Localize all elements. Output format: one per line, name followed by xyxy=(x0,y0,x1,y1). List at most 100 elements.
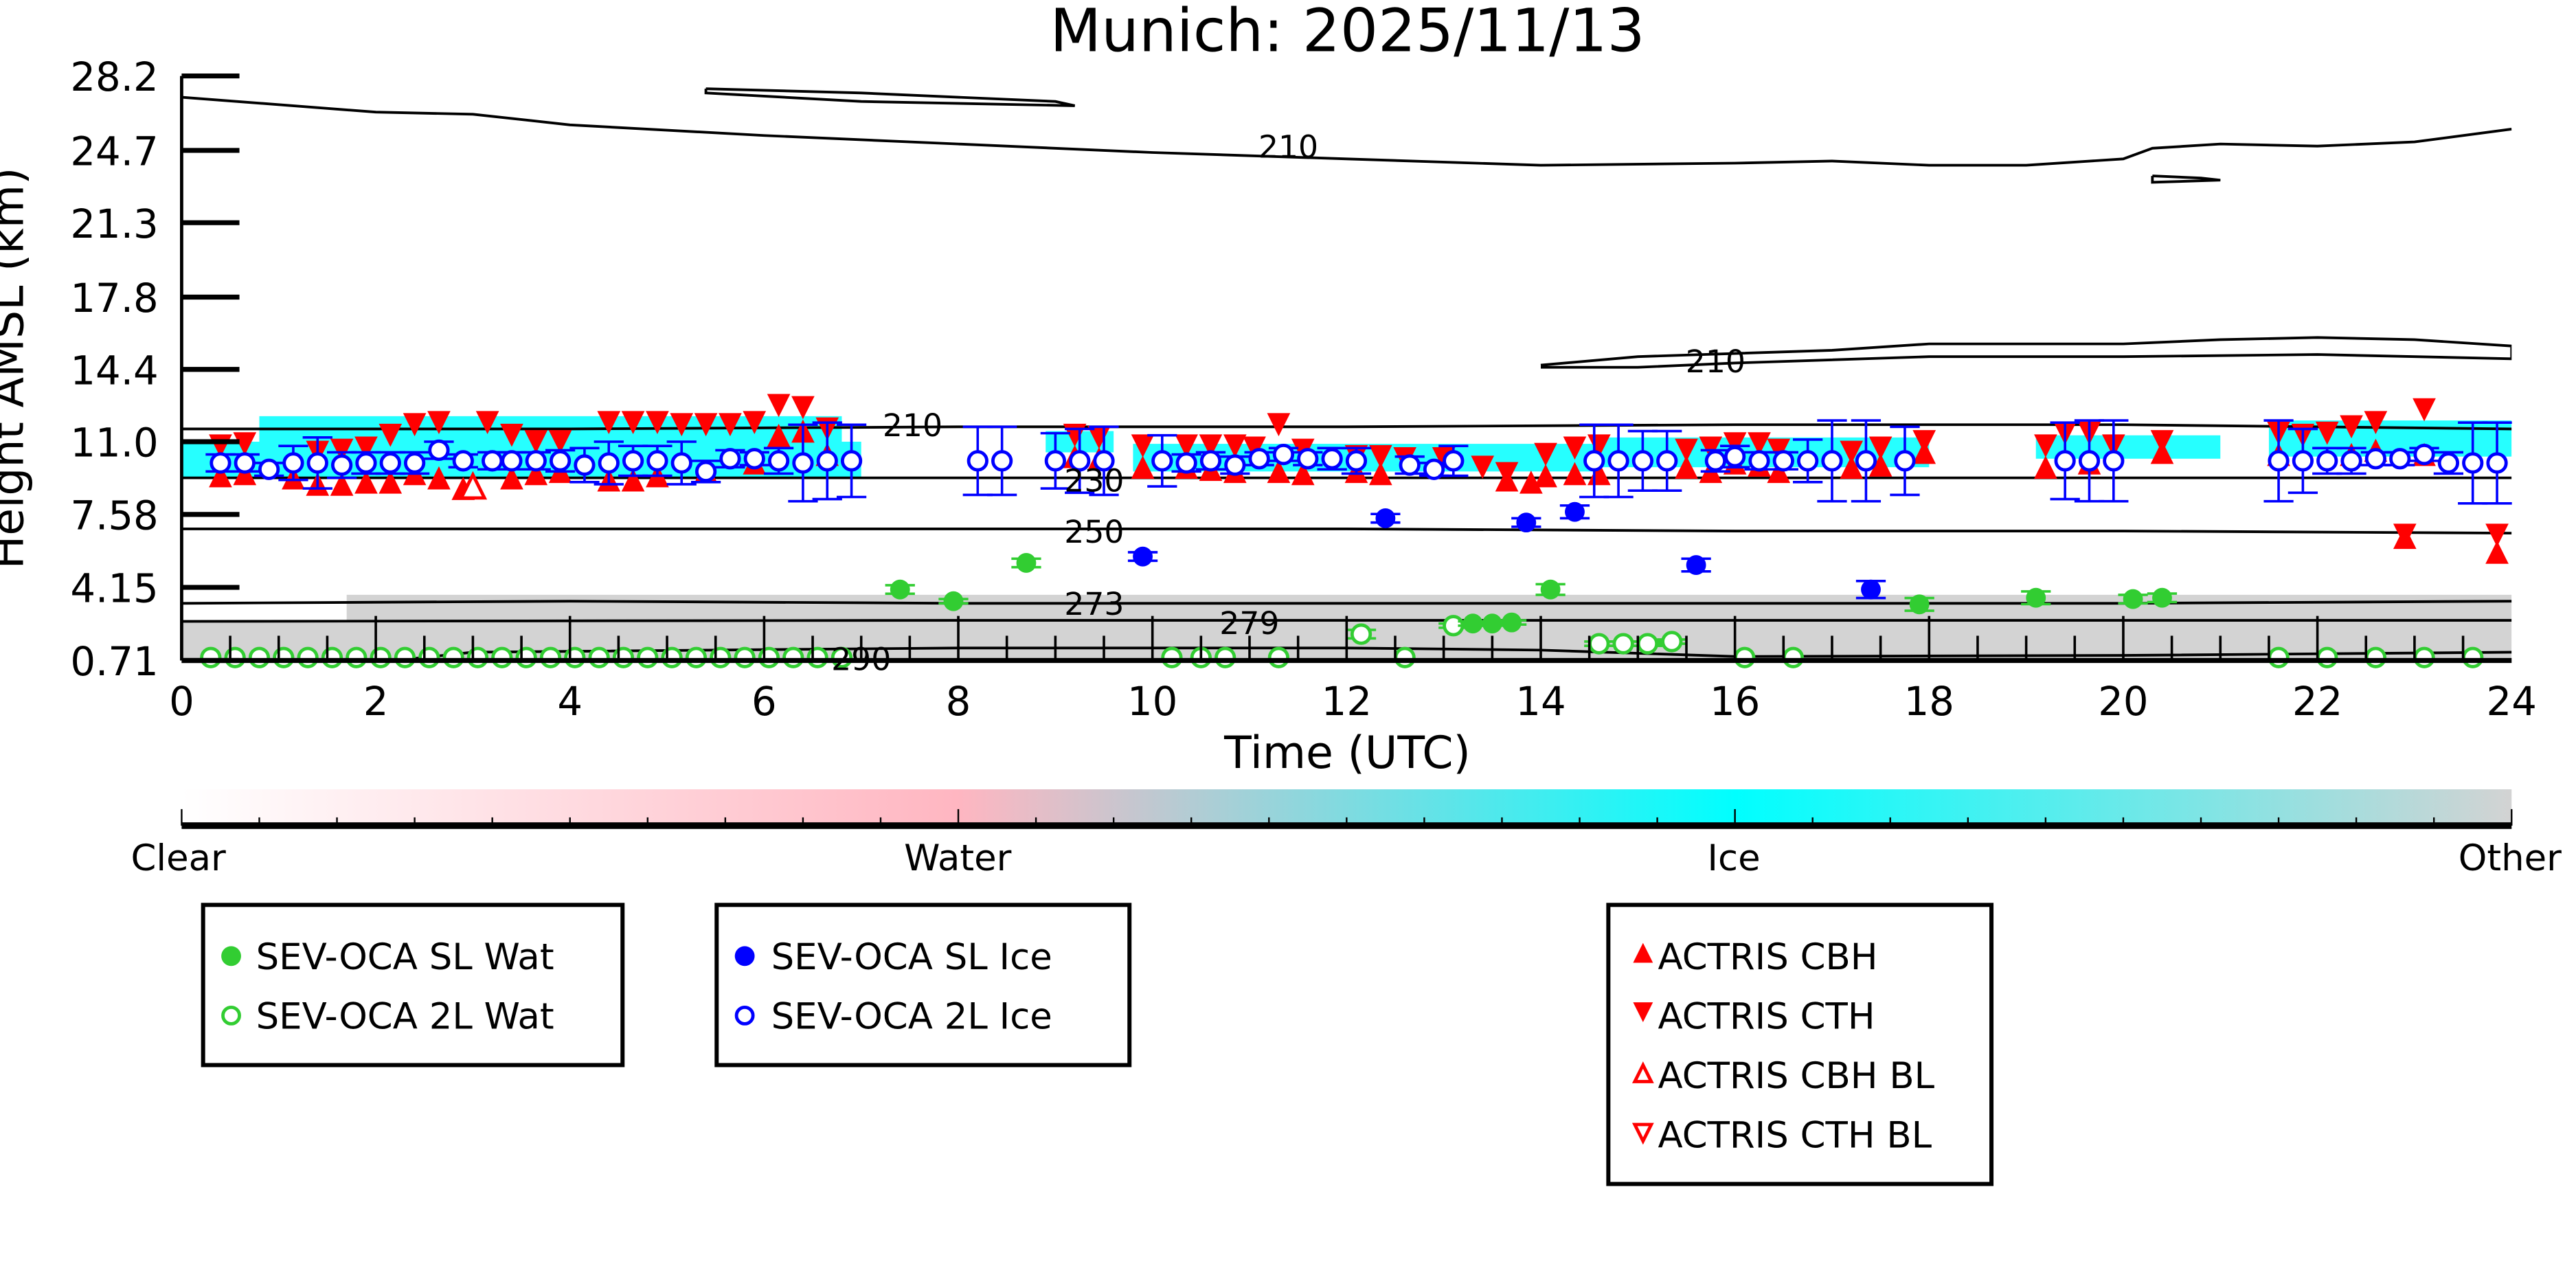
sev-oca-2l-ice-marker xyxy=(330,454,353,476)
sev-oca-2l-ice-marker xyxy=(2340,450,2362,472)
contour-label: 230 xyxy=(1064,463,1124,499)
sev-oca-sl-ice-marker xyxy=(1375,508,1396,528)
actris-cth-marker xyxy=(1471,455,1495,479)
sev-oca-2l-ice-marker xyxy=(694,460,717,482)
y-tick-label: 14.4 xyxy=(70,347,158,394)
sev-oca-2l-wat-marker xyxy=(2364,646,2387,668)
sev-oca-2l-ice-marker xyxy=(1855,450,1877,472)
sev-oca-2l-ice-marker xyxy=(1894,450,1916,472)
actris-cth-marker xyxy=(427,411,451,434)
sev-oca-2l-ice-marker xyxy=(501,450,523,472)
y-tick-label: 28.2 xyxy=(70,54,158,100)
sev-oca-2l-ice-marker xyxy=(1423,458,1445,480)
sev-oca-2l-wat-marker xyxy=(2413,646,2435,668)
contour-line-210 xyxy=(704,87,1076,107)
colorbar-axis-line xyxy=(181,822,2512,829)
data-markers xyxy=(200,394,2512,668)
contour-line-210 xyxy=(2151,174,2221,184)
actris-cbh-marker xyxy=(1368,462,1392,486)
x-tick-label: 2 xyxy=(363,678,389,725)
sev-oca-2l-wat-marker xyxy=(1161,646,1183,668)
actris-cbh-marker xyxy=(209,464,232,488)
actris-cbh-marker xyxy=(1675,455,1698,479)
legend-label: SEV-OCA 2L Ice xyxy=(771,996,1052,1038)
sev-oca-sl-wat-marker xyxy=(1502,612,1522,633)
actris-cbh-marker xyxy=(1291,462,1315,486)
x-tick-label: 6 xyxy=(752,678,777,725)
sev-oca-2l-ice-marker xyxy=(1093,450,1115,472)
legend-marker-cbh-bl xyxy=(1631,1061,1654,1083)
sev-oca-2l-wat-marker xyxy=(394,646,416,668)
sev-oca-2l-ice-marker xyxy=(1704,450,1727,472)
actris-cth-marker xyxy=(1840,440,1864,464)
sev-oca-2l-ice-marker xyxy=(1583,450,1605,472)
sev-oca-2l-ice-marker xyxy=(816,450,838,472)
legend-marker-sl-wat xyxy=(221,946,241,967)
legend-marker-2l-ice xyxy=(734,1005,755,1026)
sev-oca-2l-ice-marker xyxy=(646,450,668,472)
sev-oca-2l-wat-marker xyxy=(661,646,683,668)
legend-marker-cth-bl xyxy=(1631,1122,1654,1145)
sev-oca-2l-ice-marker xyxy=(2462,452,2484,474)
sev-oca-2l-ice-marker xyxy=(1224,454,1246,476)
sev-oca-2l-ice-marker xyxy=(234,452,256,474)
sev-oca-2l-ice-marker xyxy=(792,452,814,474)
legend-water: SEV-OCA SL Wat SEV-OCA 2L Wat xyxy=(201,903,625,1067)
actris-cth-marker xyxy=(2150,430,2174,453)
sev-oca-2l-ice-marker xyxy=(2364,448,2387,470)
sev-oca-2l-ice-marker xyxy=(282,452,304,474)
actris-cth-marker xyxy=(1267,413,1291,437)
sev-oca-2l-wat-marker xyxy=(346,646,368,668)
sev-oca-2l-wat-marker xyxy=(1214,646,1236,668)
actris-cth-marker xyxy=(743,411,767,434)
actris-cbh-marker xyxy=(1868,453,1893,477)
actris-cbh-marker xyxy=(1267,460,1291,484)
actris-cth-marker xyxy=(791,396,815,420)
sev-oca-2l-ice-marker xyxy=(2292,450,2314,472)
actris-cth-marker xyxy=(2315,421,2339,445)
sev-oca-2l-wat-marker xyxy=(734,646,756,668)
sev-oca-2l-ice-marker xyxy=(1748,450,1770,472)
actris-cbh-marker xyxy=(330,473,354,496)
sev-oca-2l-wat-marker xyxy=(1661,631,1683,653)
actris-cth-marker xyxy=(1868,436,1893,460)
actris-cth-marker xyxy=(2413,398,2436,422)
legend-label: ACTRIS CTH BL xyxy=(1658,1115,1932,1157)
sev-oca-2l-wat-marker xyxy=(710,646,732,668)
sev-oca-sl-wat-marker xyxy=(1482,613,1502,634)
actris-cth-marker xyxy=(379,423,403,447)
actris-cth-marker xyxy=(1675,438,1698,462)
sev-oca-2l-ice-marker xyxy=(525,450,547,472)
actris-cth-marker xyxy=(354,436,378,460)
x-tick-label: 16 xyxy=(1710,678,1760,725)
actris-cth-marker xyxy=(1699,436,1723,460)
sev-oca-2l-wat-marker xyxy=(466,646,489,668)
sev-oca-2l-ice-marker xyxy=(670,452,692,474)
sev-oca-2l-ice-marker xyxy=(428,439,450,462)
sev-oca-2l-ice-marker xyxy=(719,448,741,470)
actris-cth-marker xyxy=(1912,430,1936,453)
y-tick-label: 21.3 xyxy=(70,201,158,247)
sev-oca-2l-ice-marker xyxy=(840,450,863,472)
legend-marker-cbh xyxy=(1633,942,1653,963)
contour-label: 210 xyxy=(1686,343,1745,380)
sev-oca-2l-wat-marker xyxy=(1267,646,1290,668)
sev-oca-2l-ice-marker xyxy=(1248,448,1270,470)
sev-oca-2l-ice-marker xyxy=(379,452,401,474)
sev-oca-2l-ice-marker xyxy=(1797,450,1819,472)
contour-label: 210 xyxy=(1258,129,1318,166)
colorbar-label-clear: Clear xyxy=(131,837,226,879)
sev-oca-2l-ice-marker xyxy=(1724,446,1746,468)
sev-oca-2l-ice-marker xyxy=(210,452,231,474)
x-tick-label: 14 xyxy=(1515,678,1566,725)
actris-cth-marker xyxy=(1534,442,1557,466)
sev-oca-2l-wat-marker xyxy=(782,646,804,668)
sev-oca-2l-ice-marker xyxy=(743,448,765,470)
actris-cth-marker xyxy=(2364,411,2388,434)
sev-oca-2l-wat-marker xyxy=(758,646,780,668)
sev-oca-2l-ice-marker xyxy=(1297,448,1319,470)
sev-oca-2l-wat-marker xyxy=(224,646,246,668)
sev-oca-sl-wat-marker xyxy=(943,591,964,611)
